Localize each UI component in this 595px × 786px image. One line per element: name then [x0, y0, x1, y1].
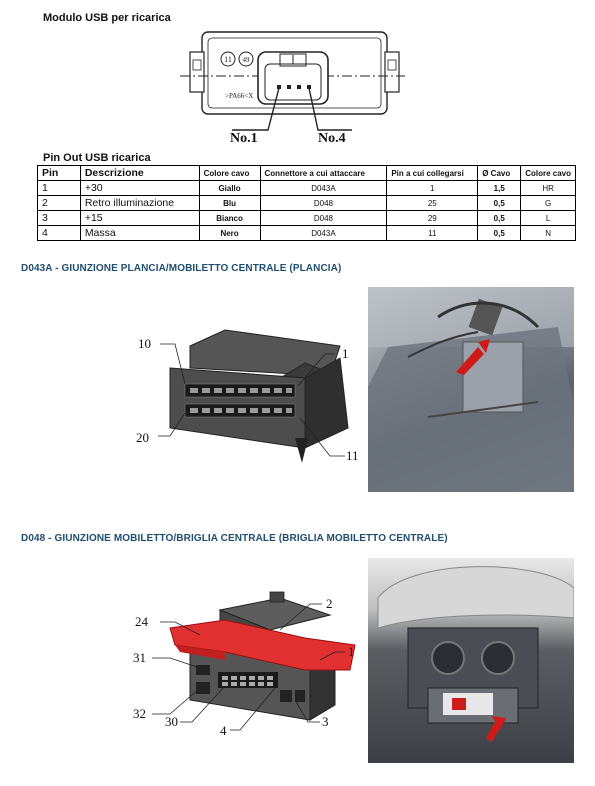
- pinout-title: Pin Out USB ricarica: [43, 152, 151, 164]
- callout-3: 3: [322, 714, 329, 729]
- cell-descrizione: +30: [79, 180, 200, 196]
- material-mark: >PA66<X: [225, 92, 253, 100]
- header-colore-code: Colore cavo: [520, 165, 576, 181]
- cell-descrizione: +15: [79, 210, 200, 226]
- pin1-label: No.1: [230, 131, 258, 145]
- d043a-connector-diagram: 10 1 20 11: [136, 329, 359, 463]
- cell-colore: Blu: [198, 195, 261, 211]
- cell-code: G: [520, 195, 576, 211]
- callout-20: 20: [136, 430, 149, 445]
- callout-1: 1: [348, 644, 355, 659]
- callout-11: 11: [346, 448, 359, 463]
- d043a-photo: [368, 287, 574, 492]
- cell-pin: 2: [37, 195, 81, 211]
- cell-code: L: [520, 210, 576, 226]
- cell-diametro: 0,5: [477, 195, 522, 211]
- cell-connettore: D043A: [259, 180, 388, 196]
- cell-code: HR: [520, 180, 576, 196]
- cell-pin: 3: [37, 210, 81, 226]
- cell-pin-colleg: 25: [386, 195, 479, 211]
- table-row: 3 +15 Bianco D048 29 0,5 L: [37, 210, 576, 226]
- module-title: Modulo USB per ricarica: [43, 12, 171, 24]
- cell-colore: Giallo: [198, 180, 261, 196]
- callout-30: 30: [165, 714, 178, 729]
- pinout-table: Pin Descrizione Colore cavo Connettore a…: [37, 165, 576, 241]
- callout-24: 24: [135, 614, 149, 629]
- callout-1: 1: [342, 346, 349, 361]
- d048-photo-content: [377, 566, 574, 742]
- cell-diametro: 0,5: [477, 225, 522, 241]
- header-pin-colleg: Pin a cui collegarsi: [386, 165, 479, 181]
- cell-descrizione: Massa: [79, 225, 200, 241]
- cell-code: N: [520, 225, 576, 241]
- callout-2: 2: [326, 596, 333, 611]
- header-connettore: Connettore a cui attaccare: [259, 165, 388, 181]
- d048-connector-diagram: 2 24 1 31 32 30 4 3: [133, 591, 356, 738]
- circle-11-label: 11: [224, 55, 232, 64]
- cell-pin: 4: [37, 225, 81, 241]
- cell-connettore: D048: [259, 210, 388, 226]
- table-row: 2 Retro illuminazione Blu D048 25 0,5 G: [37, 195, 576, 211]
- callout-31: 31: [133, 650, 146, 665]
- header-colore-cavo: Colore cavo: [198, 165, 261, 181]
- cell-pin-colleg: 1: [386, 180, 479, 196]
- header-diametro: Ø Cavo: [477, 165, 522, 181]
- cell-pin: 1: [37, 180, 81, 196]
- d043a-photo-content: [368, 287, 574, 492]
- callout-4: 4: [220, 723, 227, 738]
- table-header-row: Pin Descrizione Colore cavo Connettore a…: [37, 165, 576, 181]
- d048-photo: [368, 558, 574, 763]
- header-descrizione: Descrizione: [79, 165, 200, 181]
- d048-section-title: D048 - GIUNZIONE MOBILETTO/BRIGLIA CENTR…: [21, 533, 448, 544]
- circle-49-label: 49: [243, 56, 251, 64]
- usb-module-diagram: 11 49 >PA66<X No.1 No.4: [180, 31, 405, 145]
- cell-connettore: D048: [259, 195, 388, 211]
- cell-connettore: D043A: [259, 225, 388, 241]
- cell-diametro: 0,5: [477, 210, 522, 226]
- header-pin: Pin: [37, 165, 81, 181]
- callout-10: 10: [138, 336, 151, 351]
- cell-diametro: 1,5: [477, 180, 522, 196]
- table-row: 1 +30 Giallo D043A 1 1,5 HR: [37, 180, 576, 196]
- cell-pin-colleg: 11: [386, 225, 479, 241]
- cell-descrizione: Retro illuminazione: [79, 195, 200, 211]
- callout-32: 32: [133, 706, 146, 721]
- pin4-label: No.4: [318, 131, 346, 145]
- cell-pin-colleg: 29: [386, 210, 479, 226]
- cell-colore: Nero: [198, 225, 261, 241]
- d043a-section-title: D043A - GIUNZIONE PLANCIA/MOBILETTO CENT…: [21, 263, 342, 274]
- cell-colore: Bianco: [198, 210, 261, 226]
- table-row: 4 Massa Nero D043A 11 0,5 N: [37, 225, 576, 241]
